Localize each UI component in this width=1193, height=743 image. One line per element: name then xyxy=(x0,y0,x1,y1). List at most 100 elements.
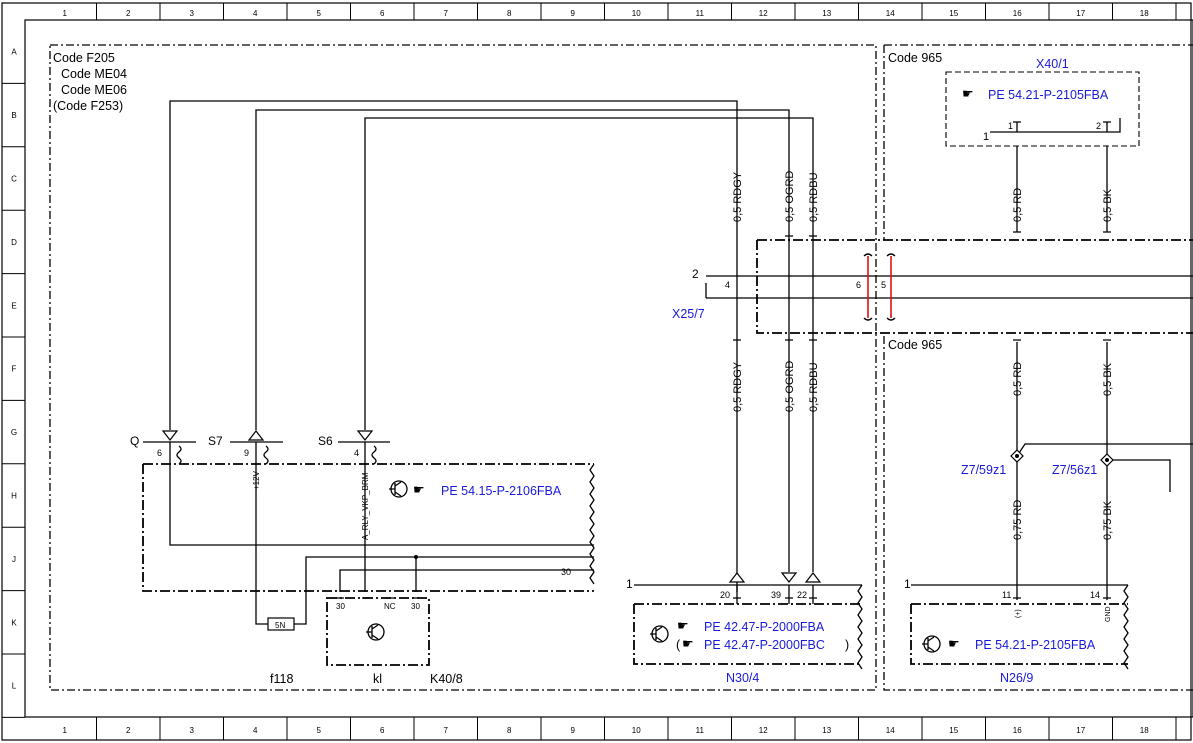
row-letter: H xyxy=(11,492,17,501)
s6-label: S6 xyxy=(318,434,333,448)
left-module-box xyxy=(142,463,594,592)
fuse-wires xyxy=(255,592,307,625)
row-letter: F xyxy=(12,365,17,374)
column-number: 3 xyxy=(190,726,195,735)
wire-label-rdbu-top: 0,5 RDBU xyxy=(808,172,820,222)
n30-4-box xyxy=(633,603,862,665)
x40-1-contact1 xyxy=(1013,121,1021,132)
left-module-torn-edge xyxy=(589,463,595,585)
left-code-region xyxy=(49,44,877,691)
red-ends xyxy=(863,253,896,321)
x25-7-pin4: 4 xyxy=(725,280,730,290)
relay-pin30a: 30 xyxy=(336,602,345,611)
wire-label-rdgy-bottom: 0,5 RDGY xyxy=(732,361,744,412)
x40-1-label: X40/1 xyxy=(1036,57,1069,71)
f118-label: f118 xyxy=(270,672,293,686)
wire-label-ogrd-bottom: 0,5 OGRD xyxy=(784,361,796,412)
n26-9-ref: PE 54.21-P-2105FBA xyxy=(975,638,1096,652)
hand-pointer-icon: ☛ xyxy=(413,482,425,497)
transistor-icon-lines xyxy=(389,481,402,497)
x25-7-box xyxy=(756,239,1193,334)
pin-6-label: 6 xyxy=(157,448,162,458)
fuse-label: 5N xyxy=(275,621,285,630)
column-number: 10 xyxy=(632,9,641,18)
column-number: 16 xyxy=(1013,726,1022,735)
code-f205: Code F205 xyxy=(53,51,115,65)
column-number: 15 xyxy=(949,726,958,735)
row-letter: J xyxy=(12,555,16,564)
wire-shield-z59 xyxy=(1016,443,1193,457)
wire-label-ogrd-top: 0,5 OGRD xyxy=(784,171,796,222)
n30-4-pins xyxy=(733,585,817,604)
wire-label-bk075: 0,75 BK xyxy=(1102,500,1114,540)
wire-label-rdbu-bottom: 0,5 RDBU xyxy=(808,362,820,412)
x25-7-pin6: 6 xyxy=(856,280,861,290)
column-number: 13 xyxy=(822,726,831,735)
s7-label: S7 xyxy=(208,434,223,448)
n26-9-pin-main: 1 xyxy=(904,577,911,591)
pin-9-label: 9 xyxy=(244,448,249,458)
code-965-top: Code 965 xyxy=(888,51,942,65)
q-label: Q xyxy=(130,434,139,448)
n26-9-box xyxy=(910,603,1128,665)
n30-pin39-arrow-icon xyxy=(780,572,798,583)
row-letter: B xyxy=(11,111,16,120)
row-letter: K xyxy=(11,618,17,627)
column-number: 1 xyxy=(63,9,68,18)
row-letter: E xyxy=(11,301,16,310)
transistor-icon-lines xyxy=(650,626,663,642)
n30-4-ref1: PE 42.47-P-2000FBA xyxy=(704,620,825,634)
code-me04: Code ME04 xyxy=(61,67,127,81)
row-letter: C xyxy=(11,175,17,184)
column-number: 4 xyxy=(253,726,258,735)
n26-9-torn xyxy=(1123,584,1129,670)
inner-wires xyxy=(169,464,594,592)
transistor-icon-lines xyxy=(922,636,935,652)
k40-label: K40/8 xyxy=(430,672,463,686)
wire-s7-ogrd xyxy=(255,109,790,572)
row-letter: G xyxy=(11,428,17,437)
column-number: 7 xyxy=(444,726,449,735)
n30-4-open-paren: ( xyxy=(676,638,681,652)
column-number: 14 xyxy=(886,9,895,18)
z7-56z1-label: Z7/56z1 xyxy=(1052,463,1097,477)
column-number: 6 xyxy=(380,726,385,735)
n26-pin14: 14 xyxy=(1090,590,1100,600)
column-number: 5 xyxy=(317,9,322,18)
row-letter: A xyxy=(11,48,17,57)
wire-q-rdgy xyxy=(169,100,738,592)
x40-1-contact2 xyxy=(1103,121,1111,132)
column-number: 14 xyxy=(886,726,895,735)
pin-30-label: 30 xyxy=(561,567,571,577)
n30-4-pin-main: 1 xyxy=(626,577,633,591)
n30-pin20: 20 xyxy=(720,590,730,600)
x25-7-pin5: 5 xyxy=(881,280,886,290)
pin-4-label: 4 xyxy=(354,448,359,458)
hand-pointer-icon: ☛ xyxy=(682,636,694,651)
row-letter: D xyxy=(11,238,17,247)
s6-arrow-icon xyxy=(356,430,374,441)
code-965-bottom: Code 965 xyxy=(888,338,942,352)
right-top-region xyxy=(883,44,1193,240)
column-number: 5 xyxy=(317,726,322,735)
junction-dot xyxy=(414,555,418,559)
s6-connector xyxy=(338,441,390,465)
column-number: 17 xyxy=(1076,726,1085,735)
wire-label-rd-top: 0,5 RD xyxy=(1012,188,1024,222)
x25-7-pin-main: 2 xyxy=(692,267,699,281)
x40-1-bus xyxy=(990,118,1121,133)
s7-arrow-icon xyxy=(247,430,265,441)
column-number: 18 xyxy=(1140,726,1149,735)
n26-9-label: N26/9 xyxy=(1000,671,1033,685)
n30-4-ref2: PE 42.47-P-2000FBC xyxy=(704,638,825,652)
column-number: 2 xyxy=(126,9,131,18)
column-number: 15 xyxy=(949,9,958,18)
x40-1-ref: PE 54.21-P-2105FBA xyxy=(988,88,1109,102)
right-bottom-region xyxy=(883,336,1193,691)
column-number: 13 xyxy=(822,9,831,18)
x40-1-pin2: 2 xyxy=(1096,121,1101,131)
column-number: 11 xyxy=(696,726,705,735)
relay-pinnc: NC xyxy=(384,602,396,611)
